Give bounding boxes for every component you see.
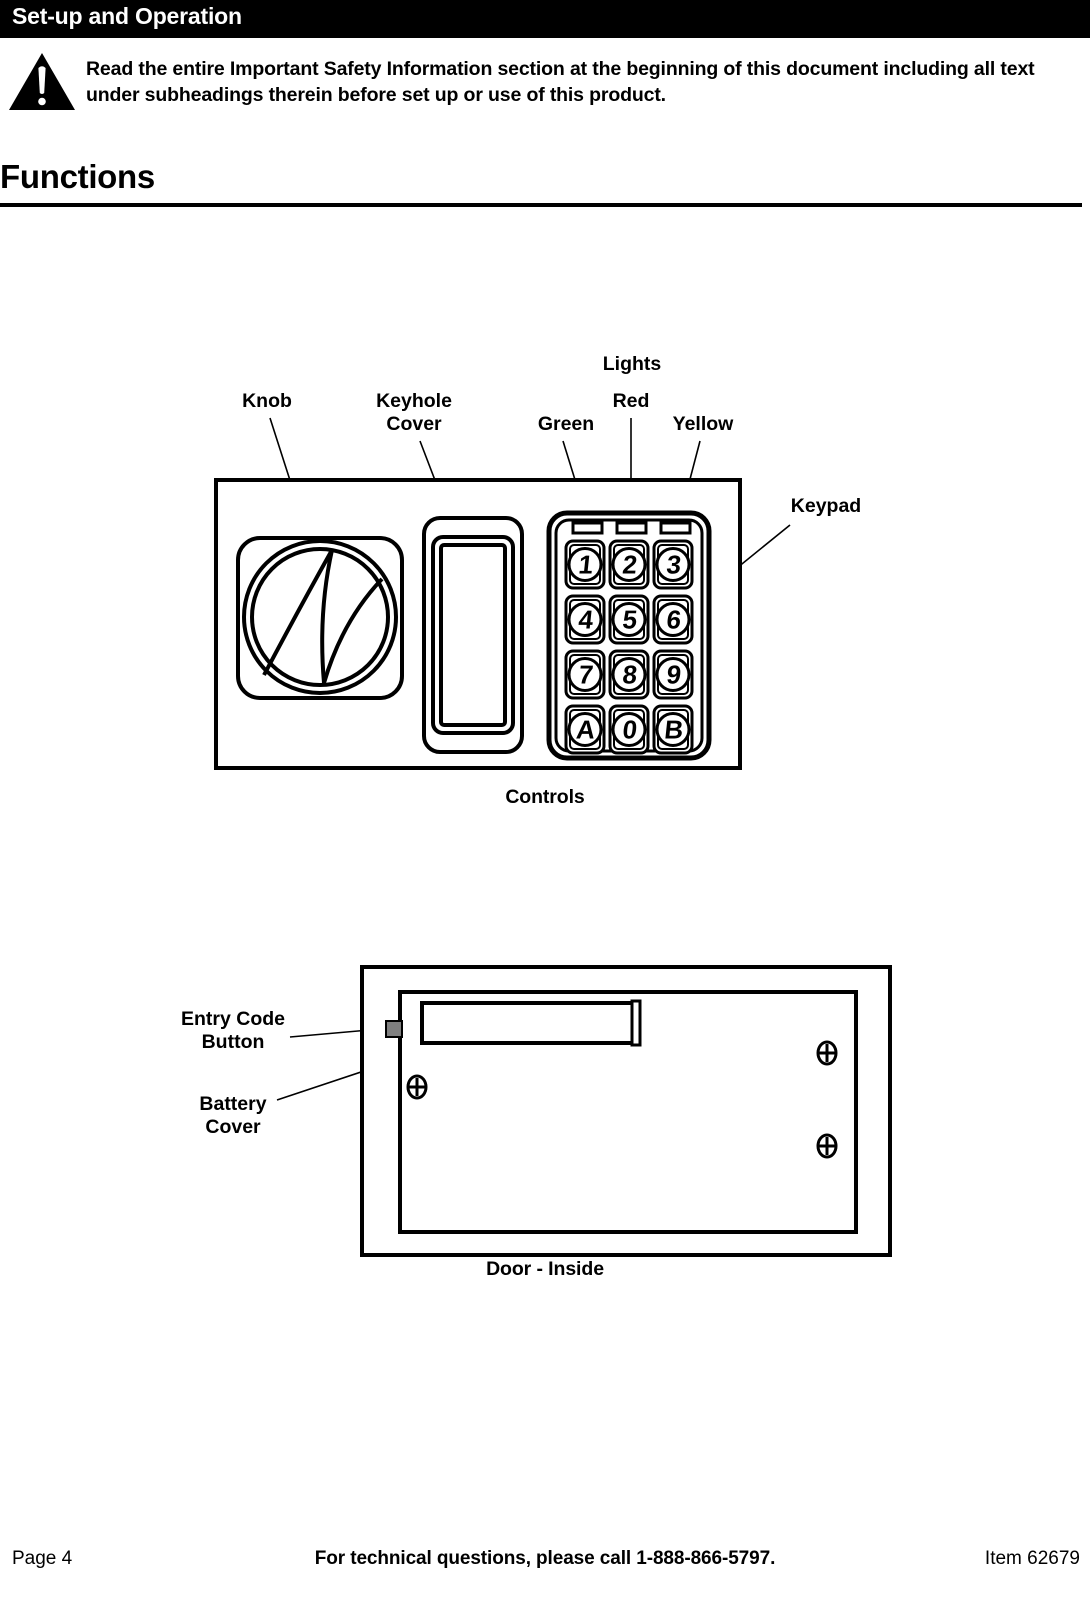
keypad-key-9-label: 9 xyxy=(665,660,683,690)
label-battery-cover-line2: Cover xyxy=(205,1116,261,1138)
battery-cover-latch xyxy=(630,999,642,1047)
screw-left xyxy=(406,1074,428,1100)
knob-inner-ring xyxy=(250,547,390,687)
battery-cover-plate xyxy=(420,1001,636,1045)
keypad-key-5-label: 5 xyxy=(621,605,639,635)
keypad-key-B-label: B xyxy=(663,715,685,745)
label-battery-cover-line1: Battery xyxy=(199,1093,266,1115)
keypad-key-0-label: 0 xyxy=(621,715,639,745)
page-title: Functions xyxy=(0,158,155,195)
keypad-key-3-label: 3 xyxy=(665,550,683,580)
screw-bottom-right xyxy=(816,1133,838,1159)
keypad-module[interactable]: 123 456 789A0B xyxy=(546,510,712,761)
warning-triangle-icon xyxy=(8,52,76,112)
led-yellow xyxy=(659,521,692,535)
label-entry-code-button-line2: Button xyxy=(202,1031,265,1053)
knob-spoke-1 xyxy=(262,549,334,676)
led-red xyxy=(615,521,648,535)
keypad-key-2-ring xyxy=(611,547,647,582)
label-green: Green xyxy=(538,413,594,435)
footer-item-number: Item 62679 xyxy=(984,1548,1080,1569)
keypad-key-6-ring xyxy=(655,602,691,637)
label-red: Red xyxy=(613,390,650,412)
keypad-key-8[interactable] xyxy=(610,651,648,698)
battery-cover[interactable] xyxy=(420,999,642,1047)
keypad-key-4-ring xyxy=(567,602,603,637)
keyhole-cover[interactable] xyxy=(422,516,524,754)
page-footer: Page 4 For technical questions, please c… xyxy=(0,1548,1090,1582)
keypad-key-2[interactable] xyxy=(610,541,648,588)
label-yellow: Yellow xyxy=(673,413,735,435)
label-keyhole-cover-line1: Keyhole xyxy=(376,390,452,412)
figure-caption-door-inside: Door - Inside xyxy=(486,1258,604,1280)
figure-controls: Knob Keyhole Cover Lights Red Green Yell… xyxy=(0,345,1090,820)
door-screws xyxy=(406,1040,838,1159)
keypad-key-9-ring xyxy=(655,657,691,692)
label-lights: Lights xyxy=(603,353,662,375)
indicator-lights xyxy=(571,521,692,535)
knob-assembly[interactable] xyxy=(236,536,404,700)
keypad-key-A[interactable] xyxy=(566,706,604,753)
keypad-key-6[interactable] xyxy=(654,596,692,643)
keypad-keys[interactable]: 123 456 789A0B xyxy=(564,539,694,755)
keypad-key-7[interactable] xyxy=(566,651,604,698)
label-knob: Knob xyxy=(242,390,292,412)
label-keypad: Keypad xyxy=(791,495,861,517)
footer-page-number: Page 4 xyxy=(12,1548,73,1569)
knob-spoke-3 xyxy=(322,577,384,684)
keypad-key-1[interactable] xyxy=(566,541,604,588)
keypad-key-4[interactable] xyxy=(566,596,604,643)
keypad-key-5-ring xyxy=(611,602,647,637)
keypad-key-6-label: 6 xyxy=(665,605,683,635)
safety-warning-block: Read the entire Important Safety Informa… xyxy=(0,48,1090,118)
keypad-key-8-ring xyxy=(611,657,647,692)
entry-code-button[interactable] xyxy=(385,1020,403,1038)
keypad-key-8-label: 8 xyxy=(621,660,639,690)
figure-caption-controls: Controls xyxy=(505,786,585,808)
keypad-key-3[interactable] xyxy=(654,541,692,588)
keypad-key-A-label: A xyxy=(575,715,597,745)
keypad-key-9[interactable] xyxy=(654,651,692,698)
keypad-key-1-ring xyxy=(567,547,603,582)
keypad-key-7-label: 7 xyxy=(577,660,595,690)
keypad-key-3-ring xyxy=(655,547,691,582)
keyhole-cover-inner xyxy=(439,543,507,727)
section-divider xyxy=(0,203,1082,207)
footer-tech-support: For technical questions, please call 1-8… xyxy=(314,1548,776,1569)
keypad-key-4-label: 4 xyxy=(577,605,595,635)
keypad-key-2-label: 2 xyxy=(621,550,639,580)
led-green xyxy=(571,521,604,535)
keypad-key-0-ring xyxy=(611,712,647,747)
safety-warning-text: Read the entire Important Safety Informa… xyxy=(86,58,1035,106)
screw-top-right xyxy=(816,1040,838,1066)
label-entry-code-button-line1: Entry Code xyxy=(181,1008,285,1030)
keypad-key-5[interactable] xyxy=(610,596,648,643)
keypad-key-B[interactable] xyxy=(654,706,692,753)
section-header-title: Set-up and Operation xyxy=(12,3,242,29)
section-header-bar: Set-up and Operation xyxy=(0,0,1090,38)
figure-door-inside: Entry Code Button Battery Cover xyxy=(0,955,1090,1290)
knob-spoke-2 xyxy=(320,549,334,684)
keypad-key-0[interactable] xyxy=(610,706,648,753)
keypad-key-A-ring xyxy=(567,712,603,747)
keypad-key-1-label: 1 xyxy=(577,550,595,580)
keypad-key-7-ring xyxy=(567,657,603,692)
label-keyhole-cover-line2: Cover xyxy=(386,413,442,435)
keypad-key-B-ring xyxy=(655,712,691,747)
